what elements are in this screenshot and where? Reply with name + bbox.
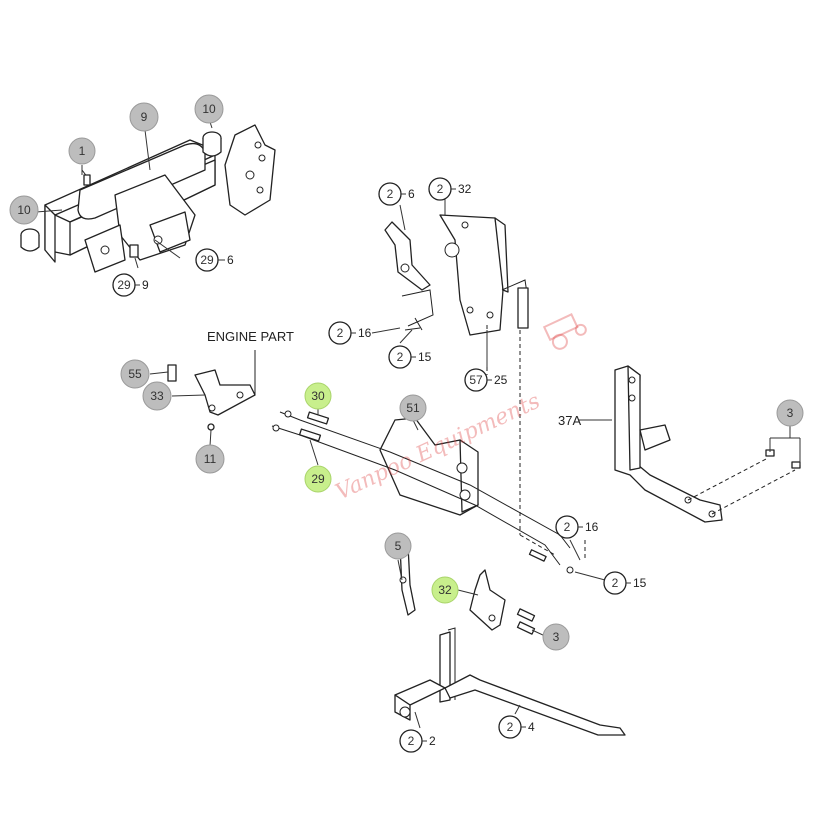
callout-2-6[interactable]: 2 6 (378, 182, 415, 206)
svg-text:30: 30 (311, 389, 325, 403)
svg-text:5: 5 (395, 539, 402, 553)
svg-text:32: 32 (438, 583, 452, 597)
svg-text:51: 51 (406, 401, 420, 415)
frame-assembly (20, 124, 276, 273)
svg-text:16: 16 (585, 520, 599, 534)
callout-30[interactable]: 30 (304, 382, 332, 410)
engine-part-bracket (167, 350, 256, 431)
svg-text:9: 9 (141, 110, 148, 124)
callout-32-green[interactable]: 32 (431, 576, 459, 604)
callout-2-2[interactable]: 2 2 (399, 729, 436, 753)
svg-text:3: 3 (787, 406, 794, 420)
bracket-37a (614, 365, 801, 523)
svg-text:29: 29 (200, 253, 214, 267)
svg-text:3: 3 (553, 630, 560, 644)
callout-2-15-top[interactable]: 2 15 (388, 345, 432, 369)
svg-text:55: 55 (128, 367, 142, 381)
svg-text:10: 10 (17, 203, 31, 217)
callout-2-16-bottom[interactable]: 2 16 (555, 515, 599, 539)
svg-text:2: 2 (408, 734, 415, 748)
svg-text:2: 2 (397, 350, 404, 364)
callout-29-6[interactable]: 29 6 (195, 248, 234, 272)
callout-5[interactable]: 5 (384, 532, 412, 560)
watermark-tractor-icon (542, 313, 587, 350)
callout-11[interactable]: 11 (195, 444, 225, 474)
svg-text:2: 2 (437, 182, 444, 196)
callout-3-bottom[interactable]: 3 (542, 623, 570, 651)
center-bracket-assembly (271, 410, 574, 574)
callout-10-top[interactable]: 10 (194, 94, 224, 124)
svg-text:9: 9 (142, 278, 149, 292)
svg-text:57: 57 (469, 373, 483, 387)
svg-text:15: 15 (633, 576, 647, 590)
engine-part-label: ENGINE PART (207, 329, 294, 344)
svg-text:25: 25 (494, 373, 508, 387)
callout-55[interactable]: 55 (120, 359, 150, 389)
callout-29-green[interactable]: 29 (304, 465, 332, 493)
callout-2-4[interactable]: 2 4 (498, 715, 535, 739)
callout-1[interactable]: 1 (68, 137, 96, 165)
callout-51[interactable]: 51 (399, 394, 427, 422)
svg-text:2: 2 (564, 520, 571, 534)
callout-57-25[interactable]: 57 25 (464, 368, 508, 392)
svg-text:2: 2 (387, 187, 394, 201)
callout-2-15-bottom[interactable]: 2 15 (603, 571, 647, 595)
callout-9[interactable]: 9 (129, 102, 159, 132)
svg-text:1: 1 (79, 144, 86, 158)
svg-text:33: 33 (150, 389, 164, 403)
svg-text:6: 6 (408, 187, 415, 201)
throttle-bracket-assembly (384, 214, 529, 336)
part-37a-label: 37A (558, 413, 581, 428)
callout-2-32[interactable]: 2 32 (428, 177, 472, 201)
pedal-assembly (394, 544, 626, 736)
svg-text:32: 32 (458, 182, 472, 196)
svg-text:10: 10 (202, 102, 216, 116)
callout-3-right[interactable]: 3 (776, 399, 804, 427)
svg-text:4: 4 (528, 720, 535, 734)
callout-2-16-top[interactable]: 2 16 (328, 321, 372, 345)
svg-text:6: 6 (227, 253, 234, 267)
svg-text:29: 29 (311, 472, 325, 486)
svg-text:2: 2 (507, 720, 514, 734)
svg-text:11: 11 (204, 452, 217, 466)
svg-text:15: 15 (418, 350, 432, 364)
callout-33[interactable]: 33 (142, 381, 172, 411)
svg-text:2: 2 (612, 576, 619, 590)
callout-29-9[interactable]: 29 9 (112, 273, 149, 297)
svg-text:16: 16 (358, 326, 372, 340)
svg-text:29: 29 (117, 278, 131, 292)
svg-text:2: 2 (337, 326, 344, 340)
callout-10-left[interactable]: 10 (9, 195, 39, 225)
svg-text:2: 2 (429, 734, 436, 748)
leader-lines (35, 121, 801, 729)
